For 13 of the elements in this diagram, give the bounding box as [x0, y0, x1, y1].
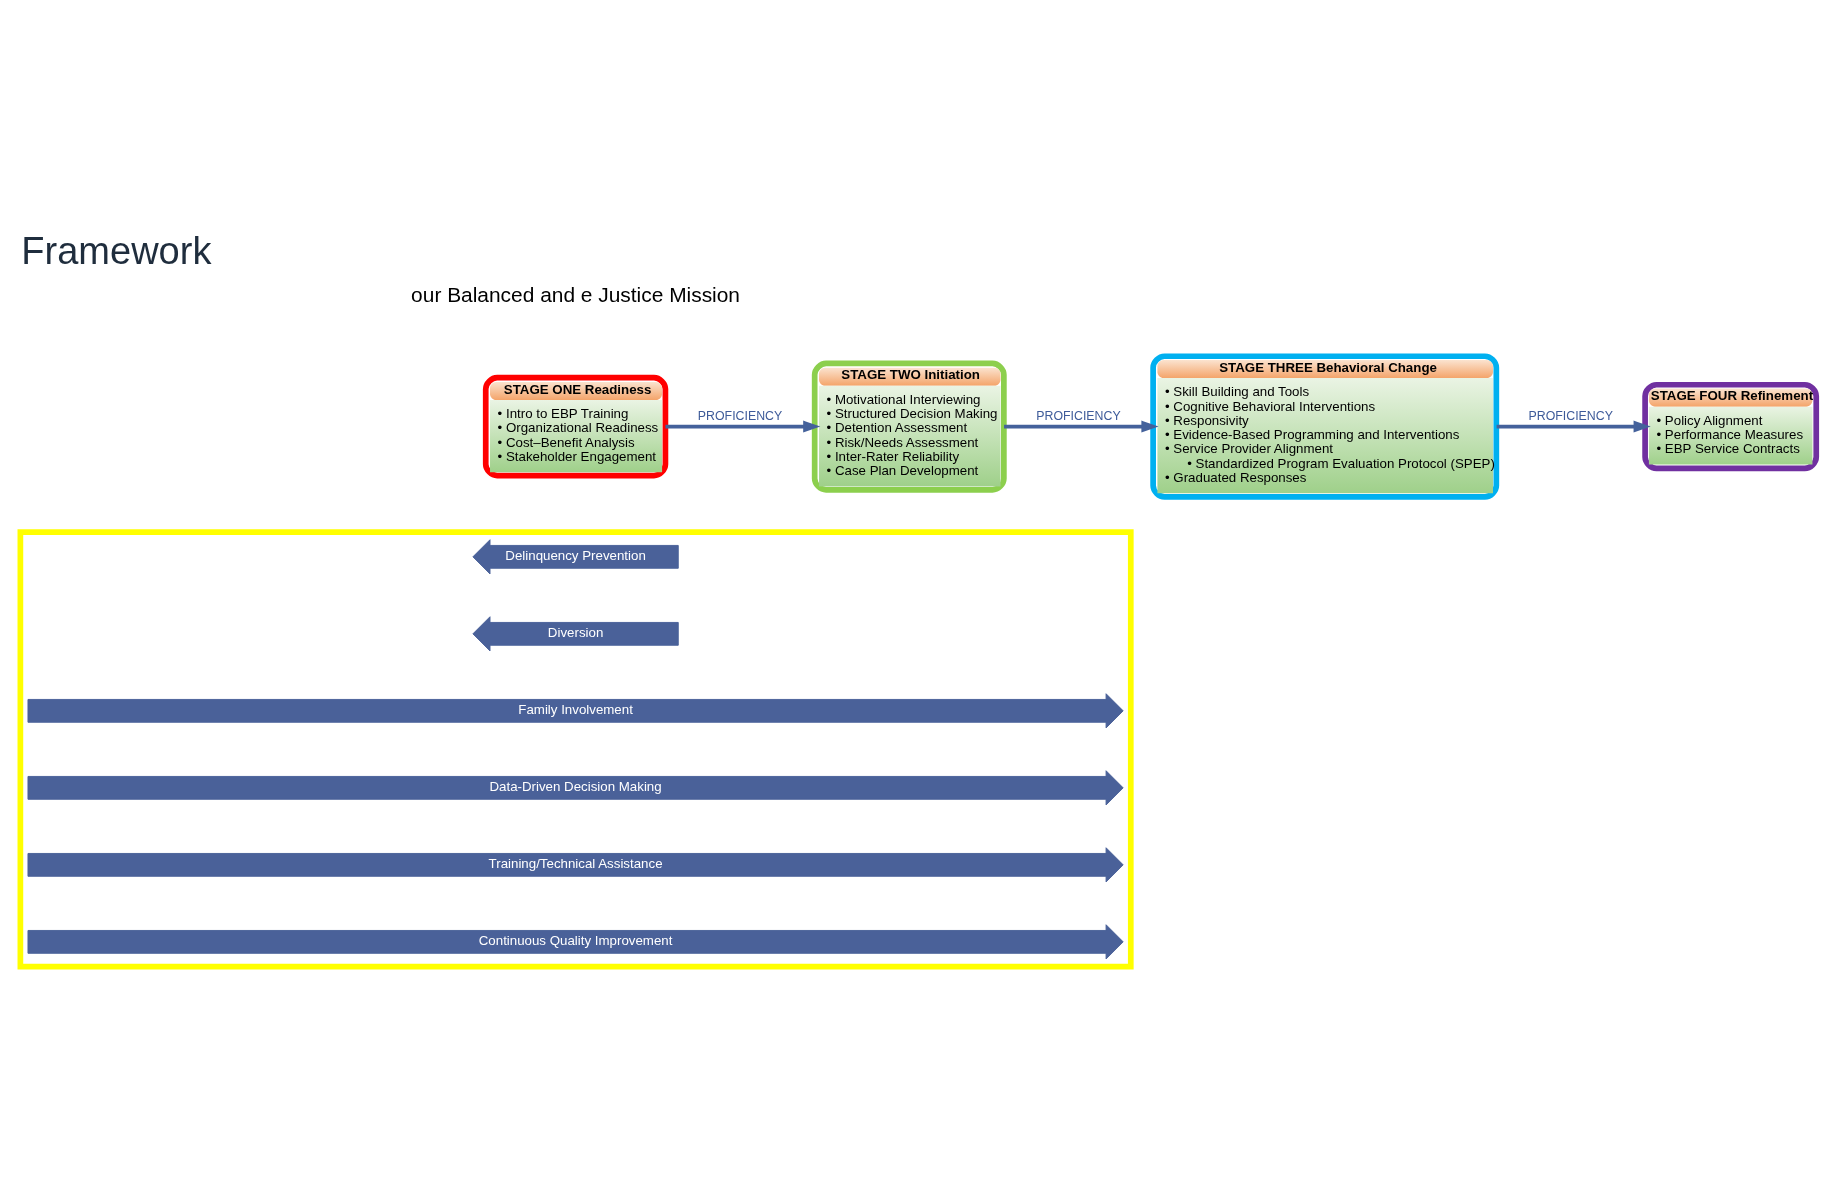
node-box: STAGE FOUR Refinement • Policy Alignment • Performance Measures • EBP Service Contracts — [1642, 381, 1820, 471]
cluster — [17, 528, 1134, 969]
node-box: STAGE TWO Initiation • Motivational Interviewing • Structured Decision Making • Detention Assessment • Risk/Needs Assessment • Inter-Rater Reliability • Case Plan Development — [811, 360, 1007, 493]
node-box: STAGE THREE Behavioral Change • Skill Building and Tools • Cognitive Behavioral Interventions • Responsivity • Evidence-Based Programming and Interventions • Service Provider Alignment • Standardized Program Evaluation Protocol (SPEP) • Graduated Responses — [1150, 352, 1500, 500]
diagram-title: Framework — [21, 229, 212, 272]
edge-label: PROFICIENCY — [1036, 408, 1121, 423]
edge-label: PROFICIENCY — [697, 408, 783, 423]
label: our Balanced and e Justice Mission — [411, 282, 741, 306]
node-box: STAGE ONE Readiness • Intro to EBP Training • Organizational Readiness • Cost–Benefit Analysis • Stakeholder Engagement — [482, 374, 669, 478]
arrow — [1004, 420, 1159, 433]
arrow — [1496, 420, 1651, 433]
arrow — [665, 420, 821, 433]
edge-label: PROFICIENCY — [1528, 408, 1613, 423]
